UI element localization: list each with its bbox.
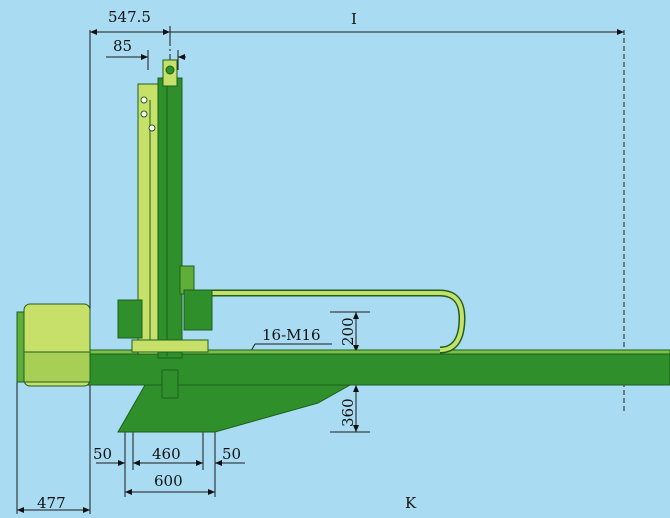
dim-top-offset: 547.5 bbox=[108, 8, 151, 26]
dim-left-margin: 50 bbox=[93, 445, 112, 463]
dim-height-lower: 360 bbox=[339, 398, 357, 427]
cable-chain bbox=[205, 289, 466, 354]
dim-right-margin: 50 bbox=[222, 445, 241, 463]
dim-bottom-length: K bbox=[405, 494, 417, 512]
base-bracket bbox=[117, 384, 352, 433]
dim-top-small: 85 bbox=[113, 37, 132, 55]
dimension-lines bbox=[16, 26, 625, 514]
gantry-beam bbox=[87, 349, 670, 386]
dim-left-offset: 477 bbox=[37, 494, 66, 512]
dim-bolt-spacing: 460 bbox=[152, 445, 181, 463]
dim-top-length: I bbox=[351, 10, 357, 28]
motor-box bbox=[16, 303, 91, 387]
vertical-column bbox=[117, 59, 213, 399]
dim-height-upper: 200 bbox=[339, 317, 357, 346]
dim-bolts: 16-M16 bbox=[262, 326, 321, 344]
dimension-labels: 547.5 85 I 16-M16 200 360 50 460 50 600 … bbox=[37, 8, 417, 512]
dim-base-width: 600 bbox=[154, 472, 183, 490]
